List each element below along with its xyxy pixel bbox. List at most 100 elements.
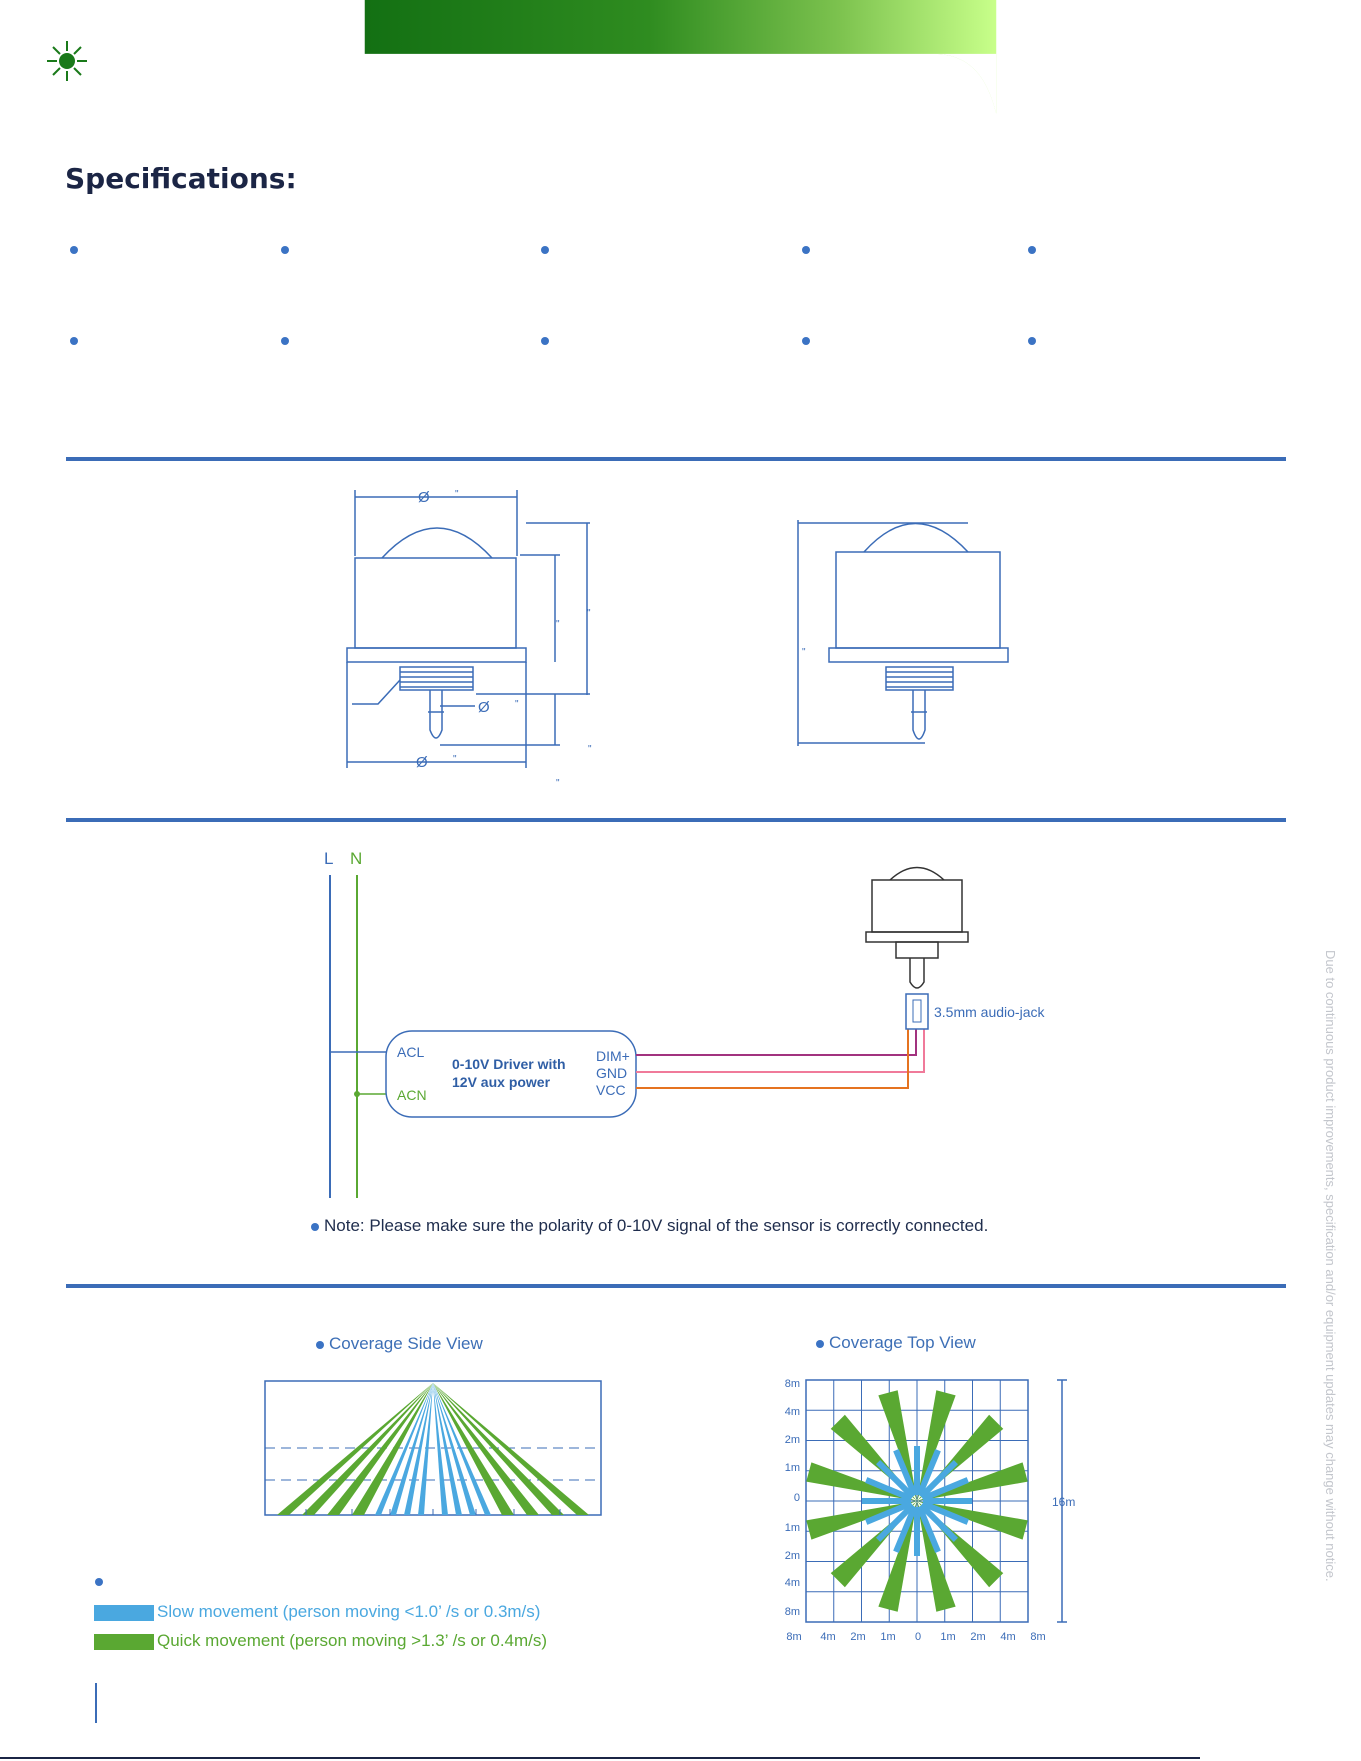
logo-text: SLG — [94, 38, 193, 89]
spec-bullet — [70, 337, 78, 345]
legend-swatch-quick — [94, 1634, 154, 1650]
side-ray-slow — [433, 1383, 476, 1515]
top-y-label: 4m — [785, 1406, 800, 1418]
top-y-label: 8m — [785, 1378, 800, 1390]
spec-bullet — [281, 246, 289, 254]
top-y-label: 8m — [785, 1606, 800, 1618]
top-ray-slow — [923, 1498, 972, 1504]
diameter-symbol-base: Ø — [416, 754, 428, 771]
top-ray-slow — [875, 1503, 915, 1543]
top-x-label: 4m — [1000, 1631, 1015, 1643]
dim-label: DIM+ — [596, 1048, 630, 1064]
side-ray-quick — [433, 1383, 514, 1515]
side-ray-slow — [390, 1383, 433, 1515]
top-y-label: 1m — [785, 1522, 800, 1534]
side-ray-quick — [302, 1383, 433, 1515]
top-ray-slow — [919, 1459, 959, 1499]
dimension-drawings: Ø " Ø " Ø " " " " " " — [346, 489, 1009, 789]
total-range-label: 16m — [1052, 1495, 1075, 1509]
top-ray-slow — [875, 1459, 915, 1499]
coverage-side-title: Coverage Side View — [316, 1334, 483, 1354]
side-ray-quick — [352, 1383, 433, 1515]
side-ray-slow — [375, 1383, 433, 1515]
top-ray-slow — [916, 1449, 941, 1497]
side-ray-slow — [433, 1383, 462, 1515]
top-x-label: 8m — [1030, 1631, 1045, 1643]
top-ray-slow — [862, 1498, 911, 1504]
top-ray-slow — [916, 1505, 941, 1553]
legend-bullet — [95, 1578, 103, 1586]
disclaimer-vertical: Due to continuous product improvements, … — [1320, 950, 1340, 1582]
vcc-label: VCC — [596, 1082, 626, 1098]
top-ray-slow — [914, 1507, 920, 1556]
wiring-diagram: L N ACL ACN 0-10V Driver with 12V aux po… — [324, 849, 1045, 1198]
driver-label-line2: 12V aux power — [452, 1074, 551, 1090]
spec-bullet — [281, 337, 289, 345]
spec-bullet — [802, 246, 810, 254]
side-ray-slow — [418, 1383, 433, 1515]
top-x-label: 4m — [820, 1631, 835, 1643]
top-ray-slow — [865, 1500, 913, 1525]
tick-mark: " — [802, 647, 806, 658]
side-ray-slow — [404, 1383, 433, 1515]
footer-rule — [95, 1683, 97, 1723]
audio-jack-label: 3.5mm audio-jack — [934, 1004, 1045, 1020]
spec-bullet — [70, 246, 78, 254]
wiring-note-text: Note: Please make sure the polarity of 0… — [324, 1216, 989, 1235]
top-x-label: 2m — [850, 1631, 865, 1643]
legend-label-slow: Slow movement (person moving <1.0’ /s or… — [157, 1602, 541, 1621]
top-ray-slow — [893, 1449, 918, 1497]
legend-label-quick: Quick movement (person moving >1.3’ /s o… — [157, 1631, 548, 1650]
side-ray-quick — [433, 1383, 539, 1515]
diameter-symbol-top: Ø — [418, 489, 430, 506]
spec-bullet — [541, 246, 549, 254]
top-y-label: 1m — [785, 1462, 800, 1474]
logo-sun-icon — [47, 41, 87, 81]
driver-label-line1: 0-10V Driver with — [452, 1056, 566, 1072]
line-label: L — [324, 849, 333, 868]
diameter-symbol-plug: Ø — [478, 699, 490, 716]
side-ray-slow — [433, 1383, 491, 1515]
top-x-label: 0 — [915, 1631, 921, 1643]
footer-line — [0, 1757, 1200, 1759]
acn-label: ACN — [397, 1087, 427, 1103]
legend-swatch-slow — [94, 1605, 154, 1621]
coverage-side-view — [264, 1380, 602, 1516]
inch-mark: " — [515, 699, 519, 710]
side-ray-slow — [433, 1383, 448, 1515]
side-ray-quick — [327, 1383, 433, 1515]
side-ray-quick — [433, 1383, 564, 1515]
top-x-label: 1m — [940, 1631, 955, 1643]
top-y-label: 2m — [785, 1434, 800, 1446]
audio-jack-connector — [905, 993, 929, 1030]
tick-mark: " — [556, 619, 560, 630]
tick-mark: " — [588, 744, 592, 755]
specifications-title: Specifications: — [65, 162, 297, 195]
top-x-label: 8m — [786, 1631, 801, 1643]
brand-logo: SLG — [44, 36, 214, 89]
wiring-note: Note: Please make sure the polarity of 0… — [311, 1216, 988, 1236]
gnd-label: GND — [596, 1065, 627, 1081]
top-y-label: 2m — [785, 1550, 800, 1562]
tick-mark: " — [587, 608, 591, 619]
header-banner — [364, 0, 997, 114]
coverage-top-title: Coverage Top View — [816, 1333, 976, 1353]
inch-mark: " — [455, 489, 459, 500]
section-divider-coverage — [66, 1284, 1286, 1288]
section-divider-dimensions — [66, 457, 1286, 461]
inch-mark: " — [453, 754, 457, 765]
sensor-illustration — [865, 866, 969, 989]
top-ray-slow — [893, 1505, 918, 1553]
side-ray-quick — [277, 1383, 433, 1515]
disclaimer-text: Due to continuous product improvements, … — [1323, 950, 1338, 1582]
top-ray-slow — [921, 1500, 969, 1525]
neutral-label: N — [350, 849, 362, 868]
top-ray-slow — [921, 1477, 969, 1502]
spec-bullet — [1028, 246, 1036, 254]
spec-bullet — [1028, 337, 1036, 345]
spec-bullet — [802, 337, 810, 345]
spec-bullet — [541, 337, 549, 345]
top-ray-slow — [914, 1446, 920, 1495]
note-bullet — [311, 1222, 319, 1231]
